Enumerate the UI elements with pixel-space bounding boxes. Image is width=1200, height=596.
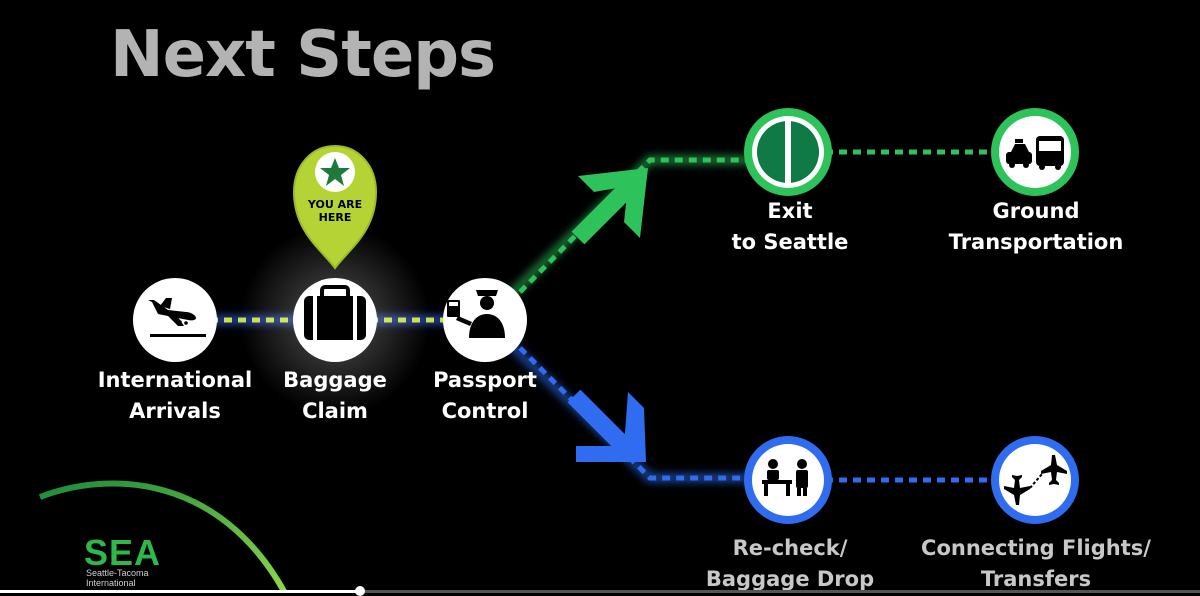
counter-agents-icon xyxy=(762,459,808,496)
marker-line2: HERE xyxy=(319,211,352,224)
sea-logo-sub2: International xyxy=(86,578,136,588)
connecting-node xyxy=(991,436,1079,524)
marker-line1: YOU ARE xyxy=(307,198,362,211)
connecting-label-line2: Transfers xyxy=(980,567,1092,591)
ground-label-line1: Ground xyxy=(992,199,1080,223)
sea-logo-sub1: Seattle-Tacoma xyxy=(86,568,149,578)
sea-logo: SEA xyxy=(84,532,162,573)
recheck-node xyxy=(744,436,832,524)
arrivals-label-line2: Arrivals xyxy=(129,399,221,423)
plane-landing-icon xyxy=(148,298,206,337)
suitcase-icon xyxy=(304,285,366,340)
ground-label: Ground Transportation xyxy=(949,196,1124,258)
baggage-node xyxy=(293,278,377,362)
baggage-label-line1: Baggage xyxy=(283,368,387,392)
recheck-label-line2: Baggage Drop xyxy=(705,567,875,591)
taxi-bus-icon xyxy=(1006,136,1064,170)
recheck-label: Re-check/ Baggage Drop xyxy=(706,533,874,595)
connecting-label-line1: Connecting Flights/ xyxy=(921,536,1151,560)
ground-label-line2: Transportation xyxy=(948,230,1124,254)
exit-door-icon xyxy=(757,121,819,183)
green-arrow-icon xyxy=(571,168,648,245)
arrivals-node xyxy=(133,278,217,362)
video-progress-handle[interactable] xyxy=(355,586,365,596)
exit-node xyxy=(744,108,832,196)
ground-node xyxy=(991,108,1079,196)
blue-arrow-icon xyxy=(567,389,646,462)
connecting-planes-icon xyxy=(1004,455,1067,505)
connecting-label: Connecting Flights/ Transfers xyxy=(921,533,1151,595)
sea-logo-arc xyxy=(38,480,288,593)
path-to-exit xyxy=(518,157,750,294)
passport-label: Passport Control xyxy=(433,365,537,427)
passport-officer-icon xyxy=(447,290,505,338)
passport-label-line2: Control xyxy=(441,399,529,423)
video-progress-fill xyxy=(0,590,360,593)
exit-label: Exit to Seattle xyxy=(732,196,849,258)
exit-label-line2: to Seattle xyxy=(731,230,849,254)
path-to-recheck xyxy=(518,346,750,481)
video-progress-bar[interactable] xyxy=(0,586,1200,596)
page-title: Next Steps xyxy=(110,18,496,92)
arrivals-label-line1: International xyxy=(97,368,253,392)
baggage-label: Baggage Claim xyxy=(283,365,387,427)
arrivals-label: International Arrivals xyxy=(98,365,253,427)
passport-label-line1: Passport xyxy=(433,368,537,392)
baggage-label-line2: Claim xyxy=(302,399,368,423)
passport-node xyxy=(443,278,527,362)
recheck-label-line1: Re-check/ xyxy=(732,536,848,560)
exit-label-line1: Exit xyxy=(767,199,813,223)
star-icon xyxy=(320,158,350,186)
you-are-here-marker: YOU ARE HERE xyxy=(292,144,378,270)
sea-logo-subtitle: Seattle-Tacoma International xyxy=(86,568,149,588)
